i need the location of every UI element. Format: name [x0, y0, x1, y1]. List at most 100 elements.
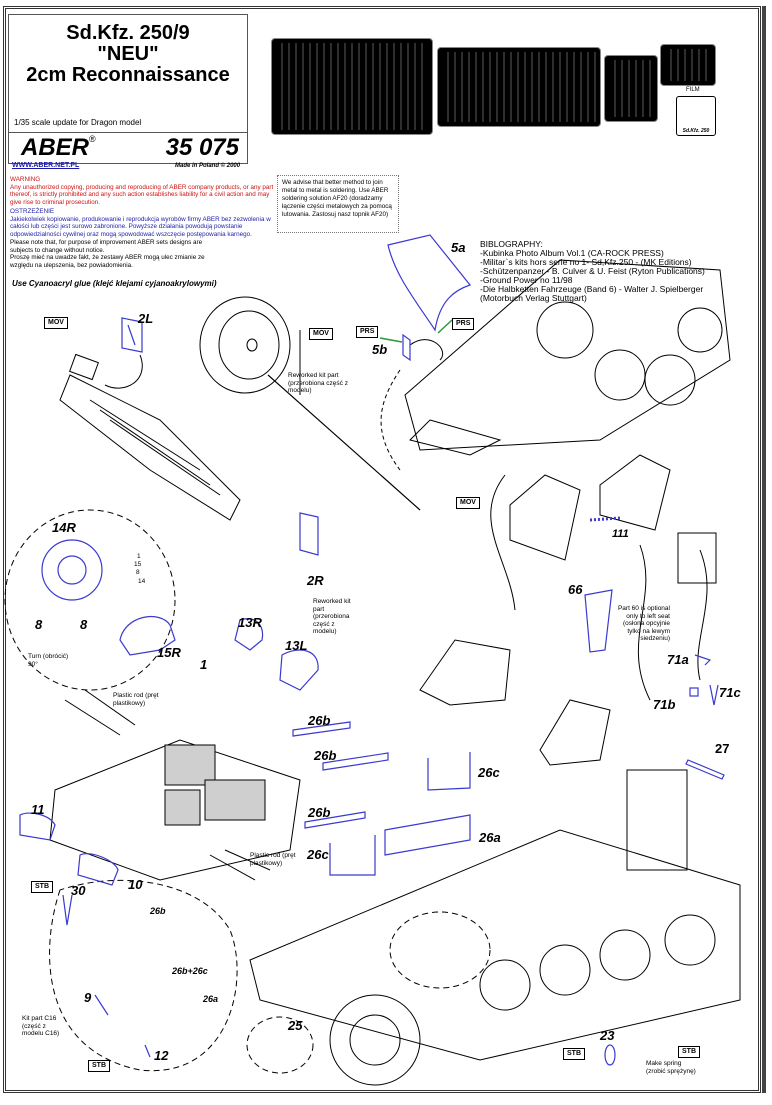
bibliography-title: BIBLOGRAPHY:	[480, 239, 543, 249]
optional-part-note: Part 60 is optional only to left seat (o…	[617, 605, 670, 642]
part-label: 26b	[308, 805, 331, 820]
prs-tag: PRS	[452, 318, 475, 330]
part-label: 26b	[150, 906, 166, 916]
part-label: 9	[84, 990, 92, 1005]
part-71c	[709, 684, 719, 706]
part-label: 30	[71, 883, 86, 898]
warning-title-en: WARNING	[10, 176, 41, 183]
change-note-en: Please note that, for purpose of improve…	[10, 239, 203, 254]
kit-part-note: Kit part C16 (część z modelu C16)	[22, 1015, 60, 1037]
stb-tag: STB	[88, 1060, 110, 1072]
prs-arrow-5b	[379, 337, 403, 343]
part-26b-2	[322, 752, 389, 771]
advice-en: We advise that better method to join met…	[282, 179, 389, 202]
part-111	[589, 516, 621, 522]
part-5b	[402, 333, 411, 362]
fan-callout	[4, 509, 176, 691]
spring-note: Make spring (zrobić sprężynę)	[646, 1060, 696, 1075]
page-edge	[762, 6, 766, 1093]
plastic-rod-note: Plastic rod (pręt plastikowy)	[250, 852, 296, 867]
scale-note: 1/35 scale update for Dragon model	[14, 118, 142, 127]
part-label: 8	[80, 617, 88, 632]
part-66	[584, 589, 613, 653]
stb-tag: STB	[31, 881, 53, 893]
stack-label: 14	[138, 578, 146, 585]
part-label: 26a	[479, 830, 501, 845]
part-2L	[121, 317, 143, 353]
fret-film	[660, 44, 716, 86]
glue-note: Use Cyanoacryl glue (klejć klejami cyjan…	[12, 279, 217, 288]
part-label: 26b	[314, 748, 337, 763]
website-link[interactable]: WWW.ABER.NET.PL	[12, 162, 80, 169]
reworked-note: Reworked kit part (przerobiona część z m…	[288, 372, 348, 394]
part-label: 13L	[285, 638, 308, 653]
seat-3-drawing	[419, 639, 511, 706]
part-label: 26c	[307, 847, 329, 862]
film-label: FILM	[686, 87, 700, 93]
lower-hull-drawing	[249, 829, 741, 1061]
fret-small-plate: Sd.Kfz. 250	[676, 96, 716, 136]
front-axle-drawing	[59, 374, 241, 521]
fret-a	[271, 38, 433, 135]
title-line-3: 2cm Reconnaissance	[26, 64, 230, 86]
soldering-advice: We advise that better method to join met…	[277, 175, 399, 233]
prs-arrow-5a	[437, 319, 453, 334]
turn-note: Turn (obrócić) 90°	[28, 653, 69, 668]
part-11	[19, 812, 56, 841]
part-label: 2L	[138, 311, 154, 326]
part-15R	[119, 616, 176, 656]
mov-tag: MOV	[456, 497, 480, 509]
part-label: 5b	[372, 342, 388, 357]
part-30	[62, 894, 73, 926]
part-13R	[234, 618, 264, 651]
mov-tag: MOV	[44, 317, 68, 329]
bibliography-item: -Kubinka Photo Album Vol.1 (CA-ROCK PRES…	[480, 248, 664, 258]
part-12	[144, 1044, 151, 1058]
part-label: 26c	[478, 765, 500, 780]
bibliography-item: -Die Halbketten Fahrzeuge (Band 6) - Wal…	[480, 284, 704, 294]
part-label: 25	[288, 1018, 303, 1033]
part-14R	[41, 539, 103, 601]
warning-title-pl: OSTRZEŻENIE	[10, 208, 55, 215]
part-13L	[279, 649, 319, 691]
bibliography-item: -Schützenpanzer - B. Culver & U. Feist (…	[480, 266, 705, 276]
warning-text-en: Any unauthorized copying, producing and …	[10, 183, 274, 206]
part-label: 26b	[308, 713, 331, 728]
engine-detail-callout	[49, 879, 238, 1072]
part-27	[685, 759, 725, 780]
part-label: 66	[568, 582, 583, 597]
part-label: 26a	[203, 994, 219, 1004]
part-2R	[299, 512, 319, 556]
part-26b-3	[304, 811, 366, 829]
fret-c	[604, 55, 658, 122]
brand-name: ABER	[21, 134, 90, 161]
part-label: 10	[128, 877, 143, 892]
part-71a	[694, 654, 712, 666]
brand-logo: ABER®	[21, 134, 96, 162]
change-note-pl: Proszę mieć na uwadze fakt, że zestawy A…	[10, 254, 205, 269]
stack-label: 15	[134, 561, 142, 568]
box-drawing	[677, 532, 717, 584]
bibliography-item: (Motorbuch Verlag Stuttgart)	[480, 293, 587, 303]
part-label: 1	[200, 657, 208, 672]
stb-tag: STB	[563, 1048, 585, 1060]
tow-hook-callout	[246, 1016, 314, 1074]
bibliography-item: -Ground Power no 11/98	[480, 275, 573, 285]
registered-mark: ®	[89, 134, 96, 144]
made-in: Made in Poland © 2000	[175, 163, 241, 169]
part-label: 71a	[667, 652, 689, 667]
part-label: 5a	[451, 240, 466, 255]
stack-label: 1	[137, 553, 141, 560]
page-border	[3, 6, 761, 1093]
stack-label: 8	[136, 569, 140, 576]
part-9	[94, 994, 109, 1016]
part-label: 2R	[307, 573, 324, 588]
part-label: 26b+26c	[172, 966, 208, 976]
part-10	[77, 853, 119, 886]
stb-tag: STB	[678, 1046, 700, 1058]
part-label: 15R	[157, 645, 181, 660]
fuel-tank-drawing	[626, 769, 688, 871]
part-label: 8	[35, 617, 43, 632]
seat-2-drawing	[599, 454, 671, 531]
